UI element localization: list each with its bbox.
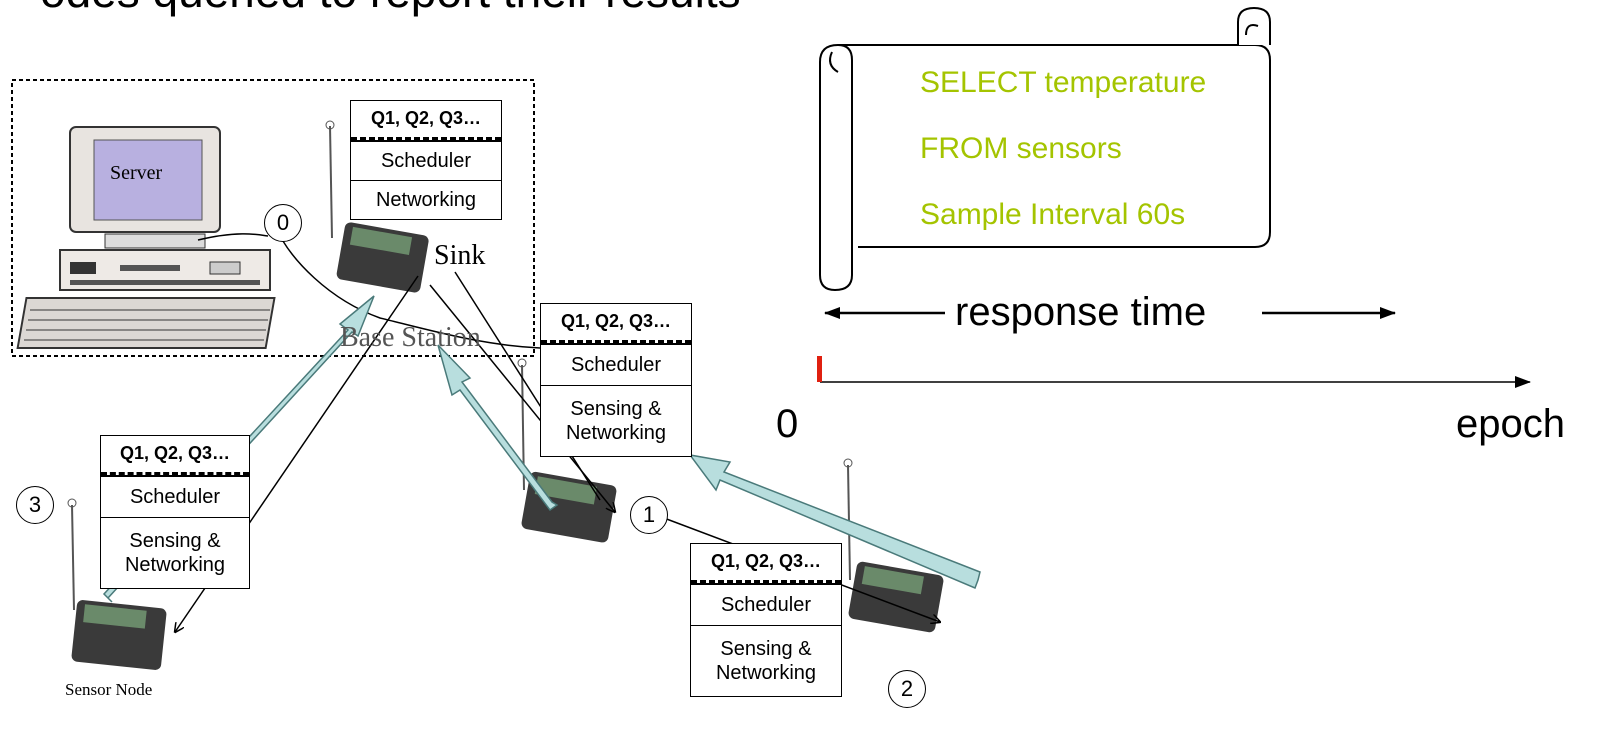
- node-number-2: 2: [888, 670, 926, 708]
- node-number-1: 1: [630, 496, 668, 534]
- scheduler-layer: Scheduler: [101, 475, 249, 517]
- query-list: Q1, Q2, Q3…: [541, 304, 691, 343]
- query-list: Q1, Q2, Q3…: [691, 544, 841, 583]
- networking-layer: Networking: [351, 180, 501, 219]
- server-label: Server: [110, 162, 163, 184]
- sink-software-stack: Q1, Q2, Q3… Scheduler Networking: [350, 100, 502, 220]
- query-line-from: FROM sensors: [920, 132, 1122, 165]
- scheduler-layer: Scheduler: [541, 343, 691, 385]
- sensor-node-label: Sensor Node: [65, 680, 153, 699]
- node-number-0: 0: [264, 204, 302, 242]
- node-2-software-stack: Q1, Q2, Q3… Scheduler Sensing & Networki…: [690, 543, 842, 697]
- scheduler-layer: Scheduler: [691, 583, 841, 625]
- sensor-node-3-icon: [67, 498, 167, 670]
- query-list: Q1, Q2, Q3…: [351, 101, 501, 140]
- epoch-axis-label: epoch: [1456, 402, 1565, 446]
- node-1-software-stack: Q1, Q2, Q3… Scheduler Sensing & Networki…: [540, 303, 692, 457]
- scheduler-layer: Scheduler: [351, 140, 501, 180]
- query-scroll: [819, 6, 1271, 292]
- query-list: Q1, Q2, Q3…: [101, 436, 249, 475]
- sink-sensor-icon: [325, 120, 429, 293]
- layer-line-1: Sensing &: [570, 398, 662, 420]
- layer-line-2: Networking: [715, 662, 817, 684]
- node-number-3: 3: [16, 486, 54, 524]
- server-computer-icon: [16, 126, 276, 349]
- layer-line-2: Networking: [565, 422, 667, 444]
- sensing-networking-layer: Sensing & Networking: [541, 385, 691, 456]
- query-line-select: SELECT temperature: [920, 66, 1207, 99]
- base-station-box: [11, 79, 535, 357]
- sensing-networking-layer: Sensing & Networking: [691, 625, 841, 696]
- timeline-origin-label: 0: [776, 402, 799, 446]
- query-line-interval: Sample Interval 60s: [920, 198, 1186, 231]
- sensing-networking-layer: Sensing & Networking: [101, 517, 249, 588]
- page-title: odes queried to report their results: [40, 0, 741, 18]
- response-time-label: response time: [955, 290, 1207, 334]
- layer-line-1: Sensing &: [720, 638, 812, 660]
- layer-line-1: Sensing &: [129, 530, 221, 552]
- timeline-axis: [817, 307, 1531, 388]
- node-3-software-stack: Q1, Q2, Q3… Scheduler Sensing & Networki…: [100, 435, 250, 589]
- layer-line-2: Networking: [124, 554, 226, 576]
- sink-label: Sink: [434, 240, 486, 271]
- base-station-label: Base Station: [340, 322, 481, 353]
